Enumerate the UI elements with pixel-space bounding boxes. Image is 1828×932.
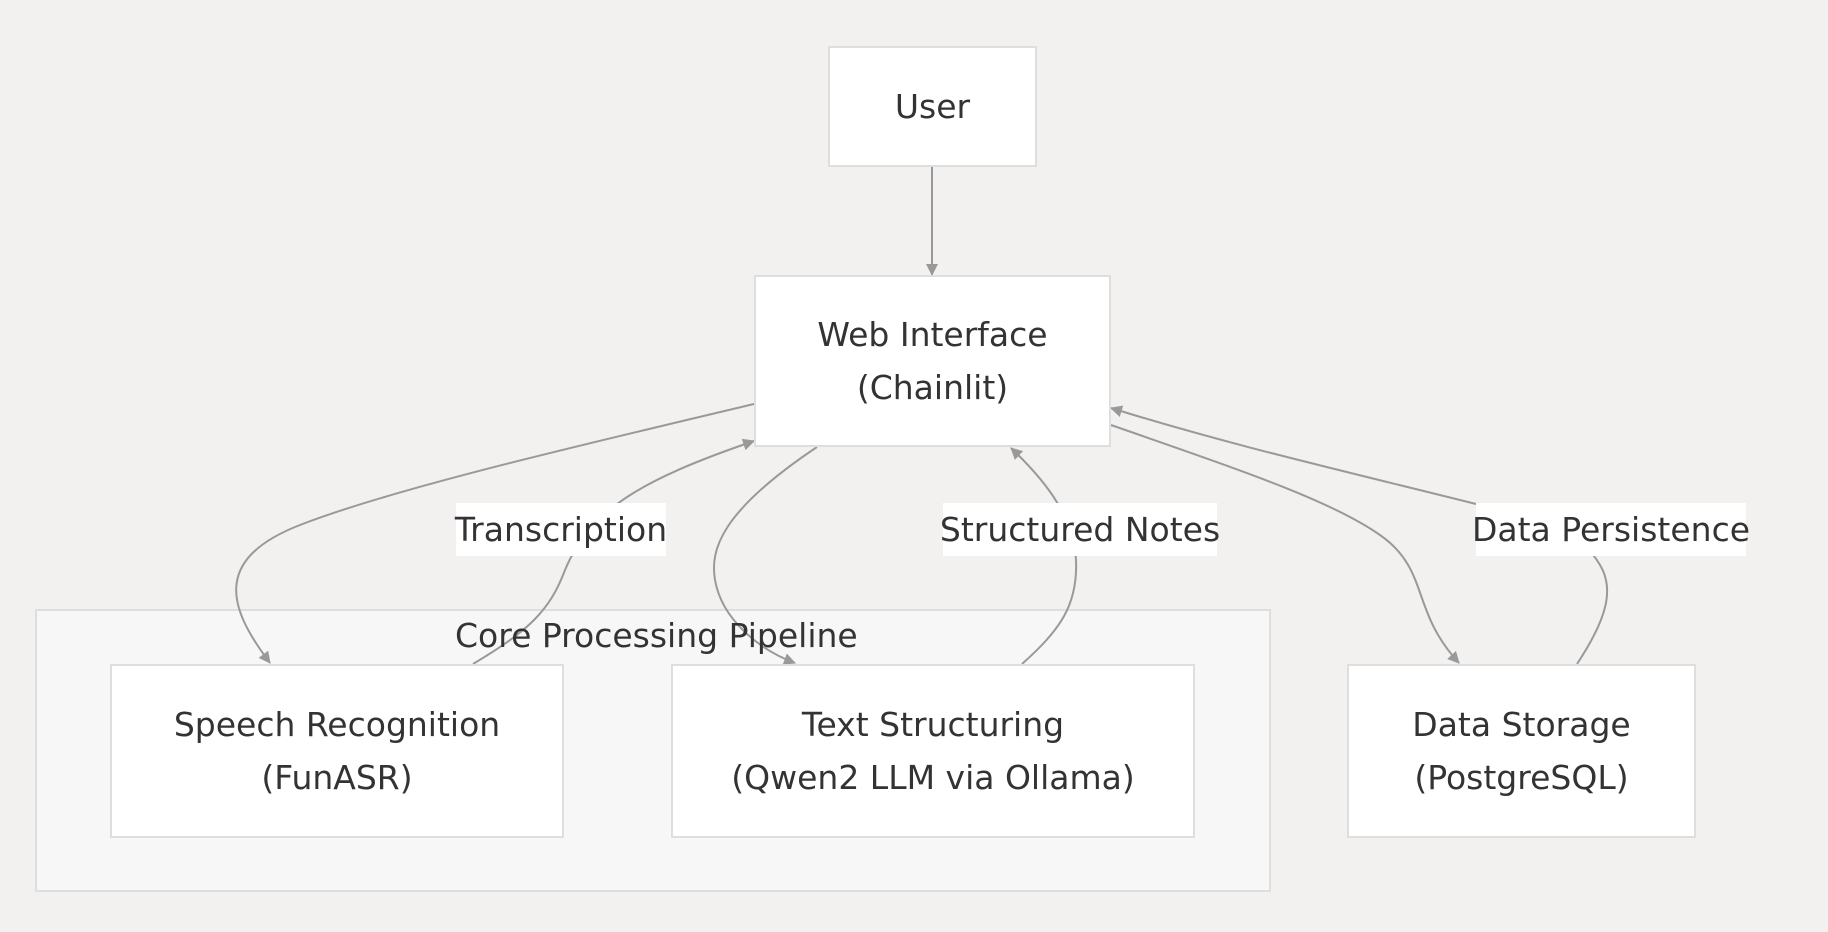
node-web-interface-title: Web Interface (817, 315, 1048, 354)
edge-web-to-storage (1110, 424, 1460, 664)
node-data-storage-title: Data Storage (1412, 705, 1631, 744)
node-data-storage[interactable]: Data Storage (PostgreSQL) (1347, 664, 1696, 838)
node-text-structuring-title: Text Structuring (801, 705, 1065, 744)
edge-web-to-text (712, 446, 818, 665)
node-text-structuring[interactable]: Text Structuring (Qwen2 LLM via Ollama) (671, 664, 1195, 838)
node-web-interface[interactable]: Web Interface (Chainlit) (754, 275, 1111, 447)
node-speech-recognition-title: Speech Recognition (173, 705, 501, 744)
node-text-structuring-subtitle: (Qwen2 LLM via Ollama) (731, 758, 1135, 797)
edge-label-structured-notes: Structured Notes (940, 503, 1220, 556)
group-label: Core Processing Pipeline (455, 616, 858, 655)
node-web-interface-subtitle: (Chainlit) (856, 368, 1009, 407)
node-speech-recognition-subtitle: (FunASR) (261, 758, 413, 797)
node-user[interactable]: User (828, 46, 1037, 167)
edge-web-to-speech (235, 403, 755, 664)
node-speech-recognition[interactable]: Speech Recognition (FunASR) (110, 664, 564, 838)
edge-text-to-web-structured-notes (1010, 447, 1078, 665)
node-data-storage-subtitle: (PostgreSQL) (1414, 758, 1629, 797)
edge-label-data-persistence: Data Persistence (1472, 503, 1750, 556)
edge-speech-to-web-transcription (472, 438, 755, 665)
edge-label-transcription: Transcription (455, 503, 667, 556)
node-user-label: User (894, 87, 971, 126)
